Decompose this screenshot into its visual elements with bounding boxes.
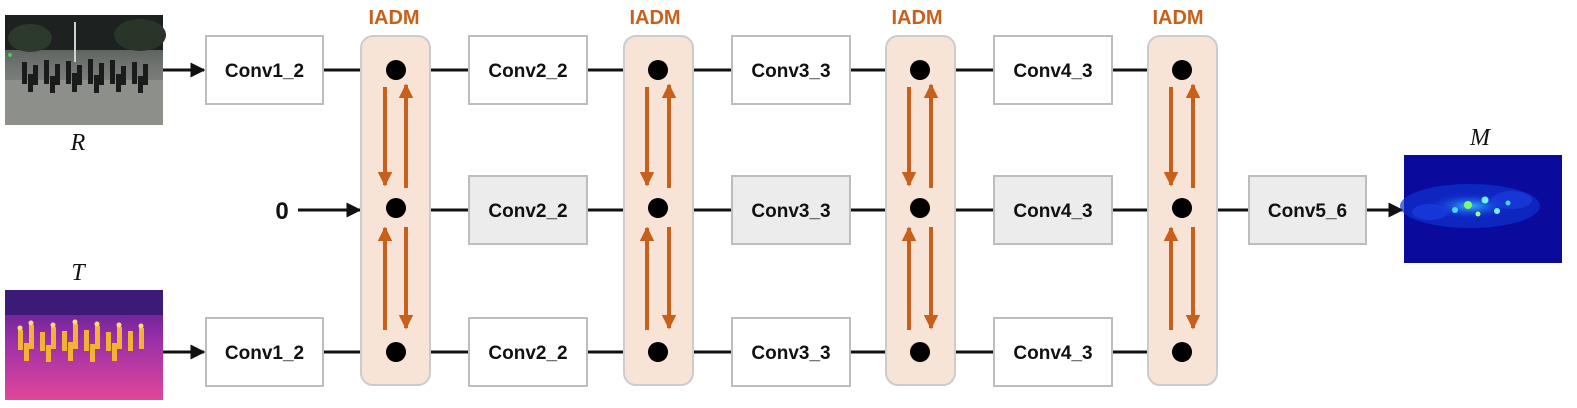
conv-block: [468, 317, 588, 387]
iadm-label: IADM: [1152, 7, 1203, 29]
conv-block-label: Conv2_2: [488, 343, 567, 364]
iadm-module-2: IADM: [623, 7, 694, 386]
conv-block-label: Conv2_2: [488, 61, 567, 82]
iadm-module-1: IADM: [360, 7, 431, 386]
node-middle: [648, 198, 668, 218]
conv-block-label: Conv3_3: [751, 201, 830, 222]
node-bottom: [1172, 342, 1192, 362]
output-density-map: [1400, 155, 1562, 263]
node-bottom: [910, 342, 930, 362]
conv-block-label: Conv4_3: [1013, 201, 1092, 222]
conv-block: [731, 317, 851, 387]
rgb-input-label: R: [70, 130, 86, 156]
conv-block: [205, 317, 324, 387]
conv-block: [993, 175, 1113, 245]
node-middle: [1172, 198, 1192, 218]
conv-block: [993, 317, 1113, 387]
output-conv-block: [1248, 175, 1367, 245]
conv-block-label: Conv1_2: [225, 343, 304, 364]
node-top: [386, 60, 406, 80]
node-bottom: [648, 342, 668, 362]
output-label: M: [1469, 125, 1492, 151]
conv-block-label: Conv3_3: [751, 61, 830, 82]
iadm-module-3: IADM: [885, 7, 956, 386]
conv-block: [205, 35, 324, 105]
iadm-label: IADM: [891, 7, 942, 29]
conv-block: [468, 175, 588, 245]
iadm-label: IADM: [629, 7, 680, 29]
rgb-stream: Conv1_2 Conv2_2 Conv3_3 Conv4_3: [205, 35, 1113, 105]
conv-block-label: Conv4_3: [1013, 61, 1092, 82]
conv-block: [993, 35, 1113, 105]
conv-block-label: Conv4_3: [1013, 343, 1092, 364]
shared-stream: Conv2_2 Conv3_3 Conv4_3 Conv5_6: [468, 175, 1367, 245]
output-conv-label: Conv5_6: [1268, 201, 1347, 222]
iadm-module-4: IADM: [1147, 7, 1218, 386]
thermal-stream: Conv1_2 Conv2_2 Conv3_3 Conv4_3: [205, 317, 1113, 387]
node-top: [648, 60, 668, 80]
conv-block-label: Conv2_2: [488, 201, 567, 222]
node-top: [910, 60, 930, 80]
node-middle: [910, 198, 930, 218]
node-bottom: [386, 342, 406, 362]
conv-block: [731, 175, 851, 245]
conv-block: [731, 35, 851, 105]
thermal-input-image: [5, 290, 163, 400]
conv-block-label: Conv3_3: [751, 343, 830, 364]
conv-block-label: Conv1_2: [225, 61, 304, 82]
rgb-input-image: [5, 15, 166, 125]
iadm-label: IADM: [368, 7, 419, 29]
thermal-input-label: T: [71, 260, 86, 286]
node-middle: [386, 198, 406, 218]
conv-block: [468, 35, 588, 105]
zero-input-label: 0: [275, 198, 288, 225]
node-top: [1172, 60, 1192, 80]
